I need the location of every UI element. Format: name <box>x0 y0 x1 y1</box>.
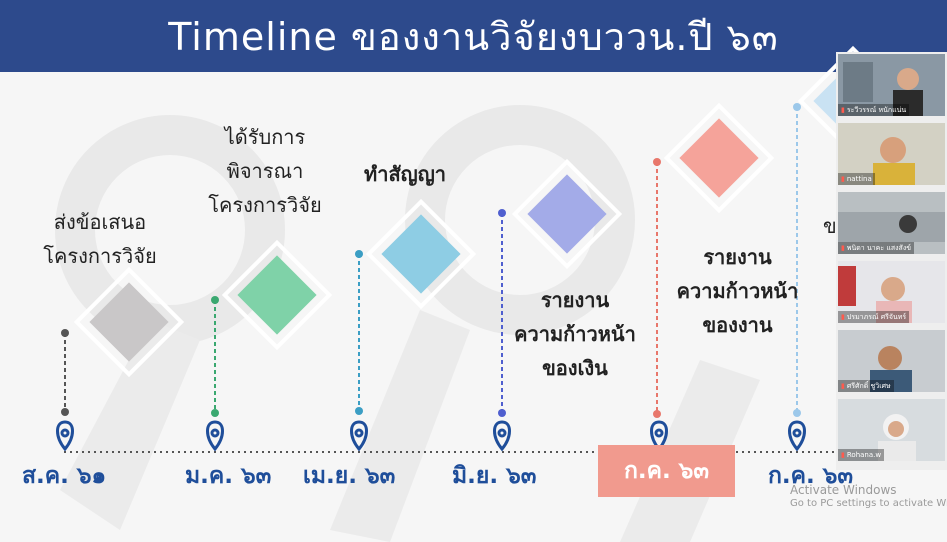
participant-tile[interactable]: ▮ระวีวรรณ์ หนักแน่น <box>838 54 945 116</box>
stage-2-end-dot <box>211 409 219 417</box>
location-pin-dot-icon <box>792 428 802 438</box>
stage-2-diamond-outer <box>221 239 333 351</box>
stage-2-dot <box>211 296 219 304</box>
mic-muted-icon: ▮ <box>841 244 845 252</box>
stage-5-date: ก.ค. ๖๓ <box>623 458 710 484</box>
activate-windows-watermark: Activate Windows Go to PC settings to ac… <box>790 483 947 511</box>
location-pin-icon <box>650 420 668 452</box>
participant-avatar <box>838 123 945 185</box>
stage-5-line-1: รายงาน <box>703 245 772 269</box>
stage-5-end-dot <box>653 410 661 418</box>
stage-4-line-1: รายงาน <box>540 288 610 312</box>
location-pin-icon <box>350 420 368 452</box>
stage-3-date: เม.ย. ๖๓ <box>303 463 396 489</box>
activate-windows-title: Activate Windows <box>790 483 897 497</box>
participant-avatar <box>838 399 945 461</box>
participant-name: ▮Rohana.w <box>838 449 885 461</box>
mic-muted-icon: ▮ <box>841 175 845 183</box>
stage-3-end-dot <box>355 407 363 415</box>
stage-3-diamond-outer <box>365 198 477 310</box>
participant-name: ▮nattina <box>838 173 875 185</box>
stage-5-dot <box>653 158 661 166</box>
location-pin-dot-icon <box>210 428 220 438</box>
stage-2-line-3: โครงการวิจัย <box>208 193 322 217</box>
stage-5-line-2: ความก้าวหน้า <box>676 279 799 303</box>
stage-6-dot <box>793 103 801 111</box>
stage-4-diamond <box>527 174 607 254</box>
stage-5-date-highlight: ก.ค. ๖๓ <box>598 445 735 497</box>
stage-1-diamond-outer <box>73 266 185 378</box>
location-pin-icon <box>493 420 511 452</box>
stage-2-diamond <box>237 255 317 335</box>
stage-3-line-1: ทำสัญญา <box>364 162 446 186</box>
participant-avatar <box>838 330 945 392</box>
slide-title: Timeline ของงานวิจัยงบววน.ปี ๖๓ <box>168 14 779 59</box>
stage-4-date: มิ.ย. ๖๓ <box>452 463 537 489</box>
mic-muted-icon: ▮ <box>841 106 845 114</box>
stage-4-dot <box>498 209 506 217</box>
location-pin-icon <box>206 420 224 452</box>
stage-3-dot <box>355 250 363 258</box>
location-pin-icon <box>788 420 806 452</box>
stage-1-dot <box>61 329 69 337</box>
stage-3-diamond <box>381 214 461 294</box>
stage-1-line-2: โครงการวิจัย <box>43 244 157 268</box>
participant-name: ▮ปรมาภรณ์ ศรีจันทร์ <box>838 311 910 323</box>
stage-6-end-dot <box>793 409 801 417</box>
participant-tile[interactable]: ▮nattina <box>838 123 945 185</box>
stage-5-diamond <box>679 118 759 198</box>
mic-muted-icon: ▮ <box>841 382 845 390</box>
stage-2-label: ได้รับการ พิจารณา โครงการวิจัย <box>195 120 335 222</box>
participant-name: ▮ระวีวรรณ์ หนักแน่น <box>838 104 910 116</box>
participant-avatar <box>838 261 945 323</box>
stage-1-diamond <box>89 282 169 362</box>
stage-4-line-3: ของเงิน <box>542 356 608 380</box>
stage-5-label: รายงาน ความก้าวหน้า ของงาน <box>660 240 815 342</box>
participant-tile[interactable]: ▮ปรมาภรณ์ ศรีจันทร์ <box>838 261 945 323</box>
participant-avatar <box>838 54 945 116</box>
stage-2-line-1: ได้รับการ <box>224 125 306 149</box>
stage-4-diamond-outer <box>511 158 623 270</box>
stage-5-line-3: ของงาน <box>702 313 773 337</box>
location-pin-dot-icon <box>654 428 664 438</box>
participant-name: ▮พนิดา นาคะ แสงสังข์ <box>838 242 915 254</box>
stage-6-label: ข <box>823 214 837 238</box>
title-bar: Timeline ของงานวิจัยงบววน.ปี ๖๓ <box>0 0 947 72</box>
participant-name: ▮ศรีศักดิ์ ชูวิเศษ <box>838 380 894 392</box>
participant-tile[interactable]: ▮ศรีศักดิ์ ชูวิเศษ <box>838 330 945 392</box>
stage-4-label: รายงาน ความก้าวหน้า ของเงิน <box>500 283 650 385</box>
participant-tile[interactable]: ▮พนิดา นาคะ แสงสังข์ <box>838 192 945 254</box>
mic-muted-icon: ▮ <box>841 313 845 321</box>
stage-4-end-dot <box>498 409 506 417</box>
stage-4-line-2: ความก้าวหน้า <box>514 322 636 346</box>
participant-avatar <box>838 192 945 254</box>
stage-1-date: ส.ค. ๖๑ <box>22 463 107 489</box>
stage-1-end-dot <box>61 408 69 416</box>
stage-2-line-2: พิจารณา <box>226 159 304 183</box>
location-pin-dot-icon <box>497 428 507 438</box>
location-pin-dot-icon <box>60 428 70 438</box>
stage-1-line-1: ส่งข้อเสนอ <box>53 210 147 234</box>
stage-2-date: ม.ค. ๖๓ <box>185 463 272 489</box>
stage-1-label: ส่งข้อเสนอ โครงการวิจัย <box>30 205 170 273</box>
mic-muted-icon: ▮ <box>841 451 845 459</box>
location-pin-icon <box>56 420 74 452</box>
stage-3-label: ทำสัญญา <box>345 157 465 191</box>
activate-windows-subtitle: Go to PC settings to activate Windows. <box>790 498 947 509</box>
stage-5-diamond-outer <box>663 102 775 214</box>
location-pin-dot-icon <box>354 428 364 438</box>
participant-tile[interactable]: ▮Rohana.w <box>838 399 945 461</box>
video-participants-panel: ▮ระวีวรรณ์ หนักแน่น ▮nattina ▮พนิดา นาคะ… <box>836 52 947 470</box>
